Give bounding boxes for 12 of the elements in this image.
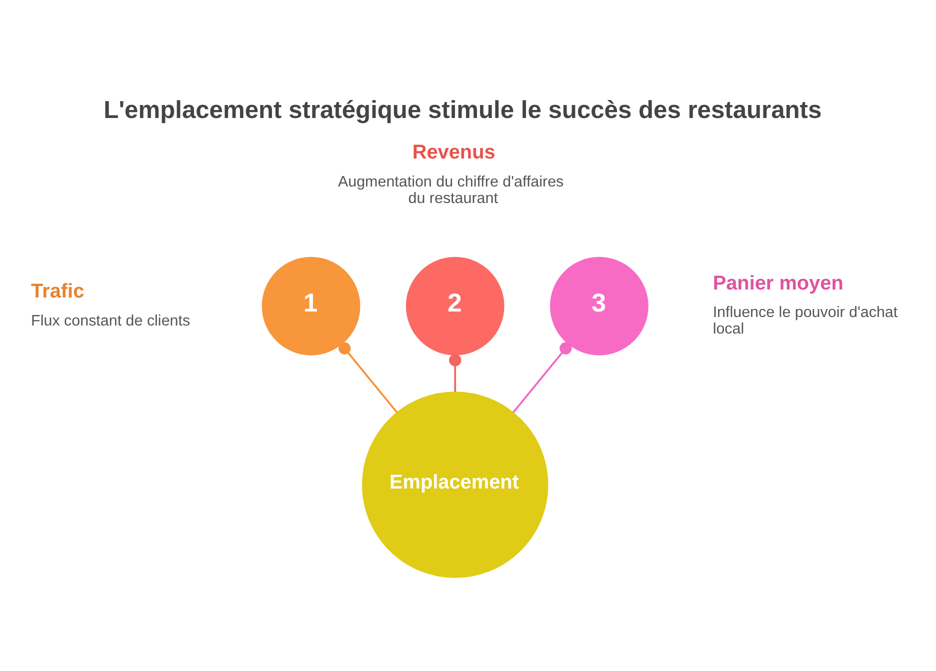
node-label: Influence le pouvoir d'achat local	[712, 304, 898, 338]
node-label: Panier moyen	[712, 272, 844, 294]
connector	[449, 354, 462, 392]
node-label: Augmentation du chiffre d'affaires du restaurant	[338, 173, 564, 206]
node-circle: 2	[406, 256, 504, 355]
node-circle: Emplacement	[362, 391, 548, 578]
connector	[338, 342, 398, 412]
connector	[512, 342, 572, 412]
node-label: Trafic	[31, 280, 84, 302]
node-label: Flux constant de clients	[31, 312, 190, 329]
node-label: Revenus	[412, 141, 496, 164]
diagram-title: L'emplacement stratégique stimule le succès des restaurants	[104, 96, 822, 124]
